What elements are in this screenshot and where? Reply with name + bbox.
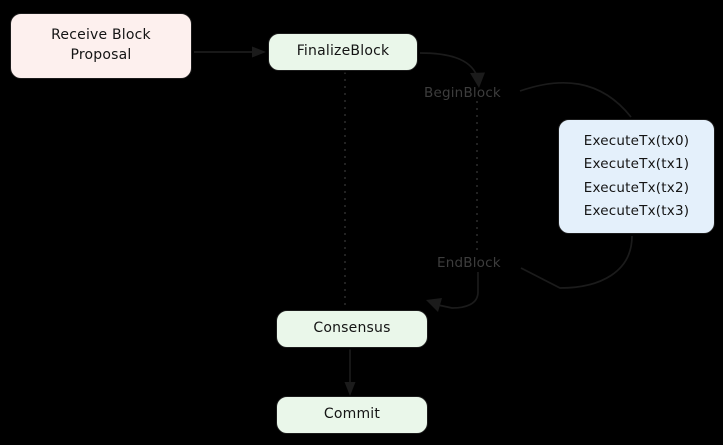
node-label-line: Commit (323, 406, 381, 423)
node-finalize-block[interactable]: FinalizeBlock (268, 33, 418, 71)
node-label-line: ExecuteTx(tx1) (583, 156, 690, 173)
edge-executetx-to-endblock (520, 235, 633, 289)
edge-receive-to-finalize (194, 46, 266, 58)
node-label-line: ExecuteTx(tx2) (583, 179, 690, 196)
edge-label-begin-block: BeginBlock (424, 85, 501, 101)
edge-label-end-block: EndBlock (437, 255, 501, 271)
node-label-line: ExecuteTx(tx3) (583, 202, 690, 219)
node-consensus[interactable]: Consensus (276, 310, 428, 348)
node-receive-block-proposal[interactable]: Receive Block Proposal (10, 13, 192, 79)
node-label-line: Receive Block (51, 27, 151, 44)
node-execute-tx[interactable]: ExecuteTx(tx0) ExecuteTx(tx1) ExecuteTx(… (558, 119, 715, 234)
node-label-line: Proposal (70, 47, 132, 63)
node-commit[interactable]: Commit (276, 396, 428, 434)
node-label-line: ExecuteTx(tx0) (583, 133, 690, 150)
edge-finalize-to-beginblock (419, 52, 485, 88)
edge-consensus-to-commit (344, 349, 356, 396)
edge-beginblock-to-executetx (519, 82, 632, 118)
node-label-line: FinalizeBlock (296, 43, 390, 60)
node-label-line: Consensus (313, 320, 391, 337)
edge-endblock-to-consensus (426, 272, 479, 312)
